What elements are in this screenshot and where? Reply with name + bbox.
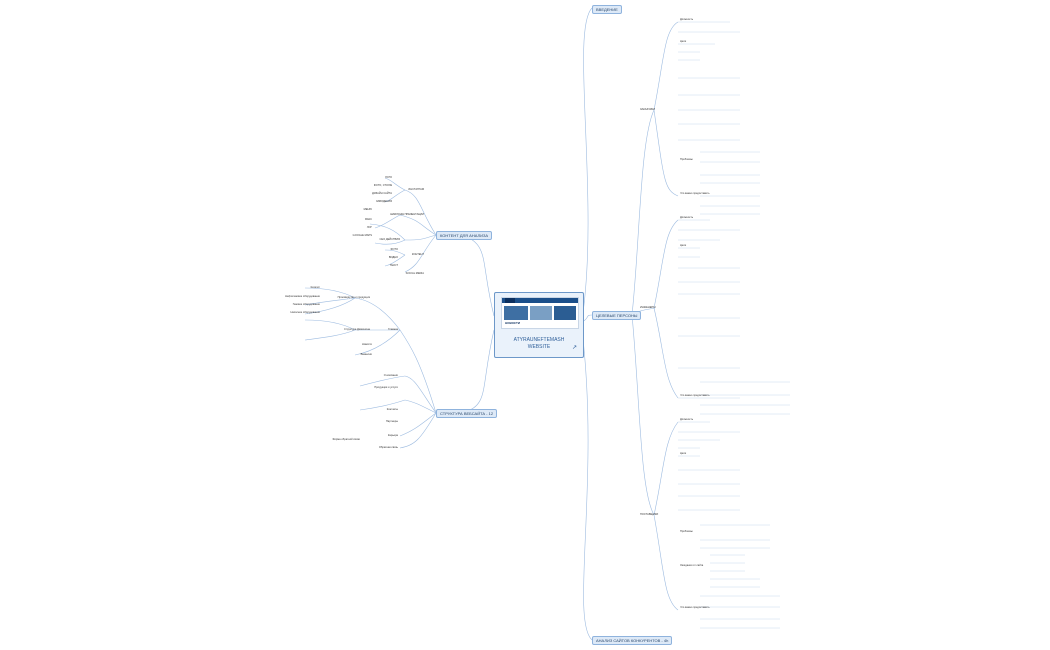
- right-label: Цели: [680, 39, 687, 43]
- left-label: Насосное оборудование: [291, 310, 321, 314]
- right-label: Что важно предоставить: [680, 605, 710, 609]
- branch-target-personas[interactable]: ЦЕЛЕВЫЕ ПЕРСОНЫ: [592, 311, 642, 320]
- right-label: Что важно предоставить: [680, 393, 710, 397]
- right-label: Проблемы: [680, 157, 693, 161]
- left-label: ФАКС: [365, 217, 372, 221]
- left-label: ЗАВОДЕНИЯ: [376, 199, 392, 203]
- left-label: ФОТО: [391, 247, 398, 251]
- branch-website-structure[interactable]: СТРУКТУРА ВЕБСАЙТА - 12: [436, 409, 498, 418]
- left-label: SOCIAL MEDIA: [406, 271, 425, 275]
- website-thumbnail: НОВОСТИ: [501, 297, 579, 329]
- left-label: ШАБЛОНЫ ПРЕЗЕНТАЦИИ: [390, 212, 424, 216]
- left-label: Карьера: [388, 433, 399, 437]
- central-node[interactable]: НОВОСТИ ATYRAUNEFTEMASH WEBSITE ↗: [494, 292, 584, 358]
- left-label: ДИЗАЙН САЙТА: [372, 191, 392, 195]
- left-label: Контакты: [387, 407, 398, 411]
- left-label: Новости: [362, 342, 373, 346]
- left-label: Продукция и услуги: [374, 385, 398, 389]
- right-label: Цели: [680, 243, 687, 247]
- left-label: ИНСТАГРАМ: [408, 187, 424, 191]
- thumbnail-image: [504, 306, 528, 320]
- left-label: Газовое оборудование: [293, 302, 321, 306]
- right-label: ПОСТАВЩИКИ: [640, 512, 658, 516]
- right-label: Должность: [680, 17, 694, 21]
- right-label: ИНЖЕНЕРЫ: [640, 305, 656, 309]
- right-label: Ожидания от сайта: [680, 563, 704, 567]
- left-label: СЕО ДЕЙСТВИЯ: [379, 237, 400, 241]
- branch-content-analysis[interactable]: КОНТЕНТ ДЛЯ АНАЛИЗА: [436, 231, 493, 240]
- left-label: Структура Дивизиона: [344, 327, 371, 331]
- left-label: ВИДЕО: [389, 255, 398, 259]
- thumbnail-image: [554, 306, 576, 320]
- left-label: ФОТО, СТОЛЫ: [374, 183, 393, 187]
- left-label: ЛОГ: [367, 225, 373, 229]
- right-label: ЗАКАЗЧИКИ: [640, 107, 655, 111]
- right-label: Должность: [680, 417, 694, 421]
- left-label: ТЕКСТ: [390, 263, 399, 267]
- left-label: Форма обратной связи: [333, 437, 361, 441]
- left-label: КОНТЕНТ: [412, 252, 425, 256]
- thumbnail-image: [530, 306, 552, 320]
- left-label: Партнеры: [386, 419, 398, 423]
- left-label: Нефтегазовое оборудование: [285, 294, 320, 298]
- branch-competitor-analysis[interactable]: АНАЛИЗ САЙТОВ КОНКУРЕНТОВ - 4h: [592, 636, 673, 645]
- thumbnail-news-heading: НОВОСТИ: [505, 321, 521, 325]
- right-label: Должность: [680, 215, 694, 219]
- right-label: Цели: [680, 451, 687, 455]
- left-label: Каталог: [311, 285, 320, 289]
- left-label: GOOGLE MAPS: [353, 233, 373, 237]
- left-label: О компании: [384, 373, 399, 377]
- right-label: Что важно предоставить: [680, 191, 710, 195]
- branch-introduction[interactable]: ВВЕДЕНИЕ: [592, 5, 622, 14]
- central-title-line2: WEBSITE: [527, 344, 551, 350]
- thumbnail-navbar: [502, 298, 578, 303]
- left-label: Производство и продукция: [338, 295, 371, 299]
- left-label: МЕНЮ: [364, 207, 373, 211]
- left-label: Вакансии: [361, 352, 373, 356]
- external-link-icon[interactable]: ↗: [572, 345, 578, 351]
- thumbnail-logo: [505, 298, 515, 303]
- left-label: Главная: [388, 327, 398, 331]
- left-label: Обратная связь: [379, 445, 399, 449]
- central-title-line1: ATYRAUNEFTEMASH: [513, 337, 565, 343]
- right-label: Проблемы: [680, 529, 693, 533]
- central-title: ATYRAUNEFTEMASH WEBSITE: [495, 337, 583, 351]
- left-label: ЛОГО: [385, 175, 392, 179]
